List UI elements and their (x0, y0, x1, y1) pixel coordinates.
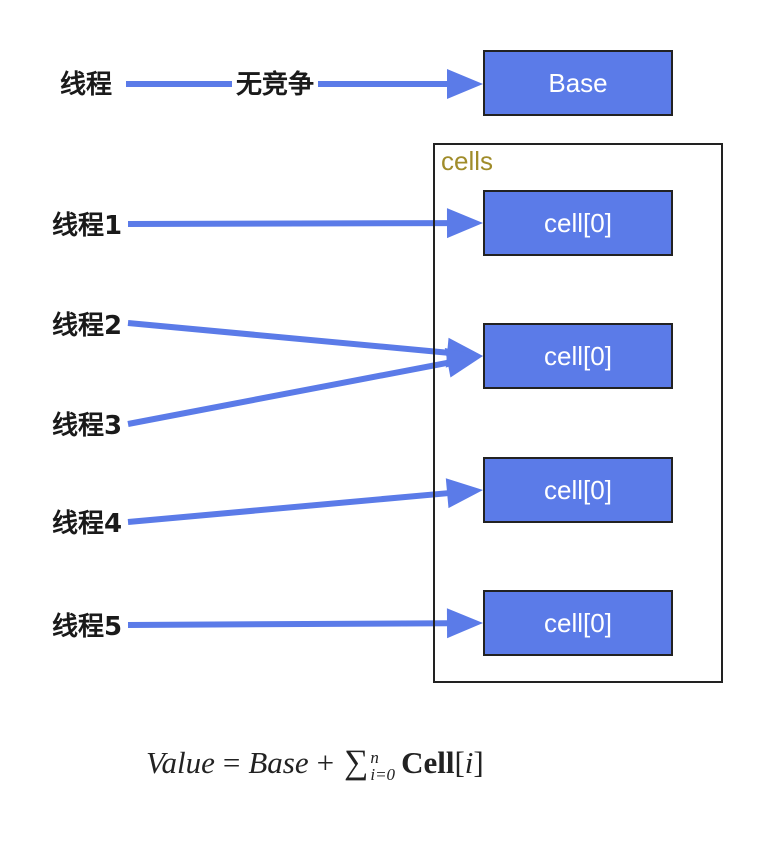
formula-sum-symbol: ∑ (344, 744, 369, 781)
cell-box-3-label: cell[0] (544, 474, 612, 505)
thread-label-3: 线程3 (52, 411, 123, 441)
thread-label-2: 线程2 (52, 311, 123, 341)
thread-arrow-5-head (446, 608, 483, 639)
no-contention-label: 无竞争 (232, 70, 319, 100)
formula-base: Base (248, 745, 309, 780)
cell-box-1-label: cell[0] (544, 207, 612, 238)
thread-label-1: 线程1 (52, 211, 123, 241)
base-box: Base (483, 50, 673, 116)
base-box-label: Base (548, 67, 608, 98)
cell-box-2-label: cell[0] (544, 340, 612, 371)
thread-arrow-2-shaft (127, 320, 450, 356)
formula-plus: + (316, 745, 335, 780)
cell-box-1: cell[0] (483, 190, 673, 256)
thread-arrow-4-head (445, 478, 483, 509)
formula-index: i (464, 745, 474, 780)
formula-lower-limit: i=0 (370, 764, 396, 784)
cell-box-3: cell[0] (483, 457, 673, 523)
cell-box-2: cell[0] (483, 323, 673, 389)
cell-box-4: cell[0] (483, 590, 673, 656)
formula-equals: = (222, 745, 241, 780)
thread-arrow-3-head (444, 348, 483, 378)
formula-lhs: Value (146, 745, 215, 780)
cell-box-4-label: cell[0] (544, 607, 612, 638)
formula-term: Cell (401, 745, 455, 780)
thread-arrow-1-shaft (127, 220, 450, 227)
base-arrow-head (447, 69, 483, 99)
cells-container (433, 143, 723, 683)
formula-close-bracket: ] (473, 745, 484, 780)
formula-upper-limit: n (370, 747, 379, 767)
thread-arrow-3-shaft (127, 359, 451, 427)
thread-label-4: 线程4 (52, 509, 123, 539)
cells-title: cells (441, 146, 494, 176)
thread-label-5: 线程5 (52, 612, 123, 642)
base-thread-label: 线程 (60, 70, 113, 100)
formula-open-bracket: [ (454, 745, 465, 780)
thread-arrow-4-shaft (127, 490, 450, 525)
thread-arrow-5-shaft (127, 620, 450, 628)
thread-arrow-1-head (446, 208, 483, 239)
